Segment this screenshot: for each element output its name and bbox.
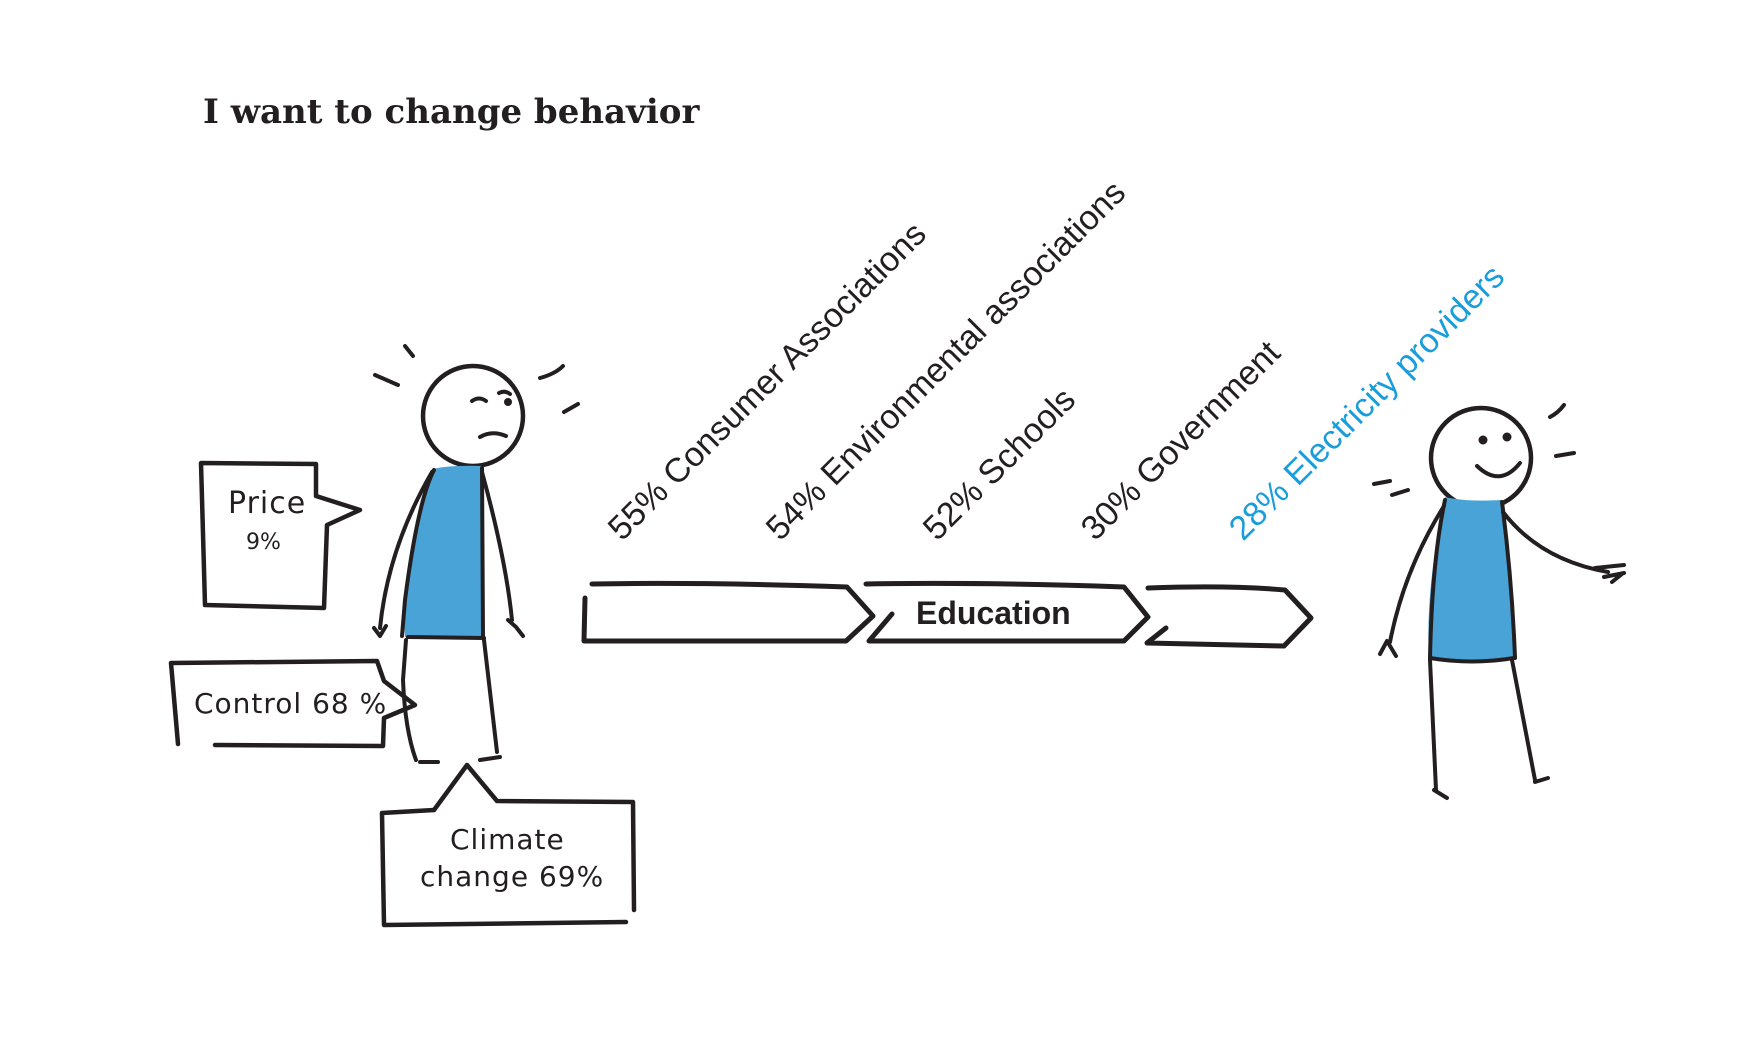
arrow-segment-1: [581, 580, 876, 644]
blue-shirt: [1428, 497, 1514, 662]
joy-mark: [1372, 479, 1392, 486]
leg: [401, 638, 418, 762]
leg: [1510, 658, 1537, 782]
shirt-edge: [480, 466, 485, 639]
leg: [1428, 658, 1438, 792]
blue-shirt: [404, 465, 482, 637]
eye: [1502, 432, 1512, 442]
hand: [1593, 563, 1626, 584]
arm: [1501, 510, 1610, 574]
diagram-title: I want to change behavior: [203, 92, 700, 132]
climate-bubble: [379, 762, 637, 928]
leg: [482, 638, 499, 754]
stress-mark: [562, 402, 580, 414]
worried-person-figure: [372, 344, 580, 764]
eye: [470, 396, 488, 403]
eye: [497, 389, 512, 396]
foot: [478, 755, 502, 762]
control-label: Control 68 %: [194, 687, 387, 720]
arm: [480, 470, 514, 622]
arm: [1388, 504, 1446, 644]
foot: [1533, 776, 1550, 784]
stress-mark: [538, 364, 565, 380]
worried-head: [420, 363, 526, 469]
happy-head: [1428, 405, 1534, 511]
stakeholder-label: 55% Consumer Associations: [601, 215, 934, 548]
climate-line2: change 69%: [420, 860, 604, 893]
hand: [1378, 639, 1398, 658]
stress-mark: [373, 373, 400, 387]
eye: [504, 398, 512, 406]
joy-mark: [1390, 488, 1410, 497]
price-bubble: [198, 460, 363, 611]
frown-mouth: [478, 431, 508, 439]
stakeholder-label: 52% Schools: [916, 380, 1083, 547]
joy-mark: [1548, 403, 1566, 419]
waist-line: [1428, 656, 1516, 664]
arrow-segment-2: [863, 580, 1151, 644]
joy-mark: [1554, 451, 1576, 458]
hand: [506, 618, 525, 638]
price-label: Price: [228, 486, 306, 521]
control-bubble: [168, 658, 418, 749]
waist-line: [406, 635, 486, 640]
smile-mouth: [1475, 461, 1522, 479]
hand: [372, 624, 388, 638]
arrow-segment-3: [1144, 584, 1314, 649]
climate-line1: Climate: [450, 823, 565, 856]
shirt-edge: [1500, 500, 1517, 660]
stress-mark: [403, 344, 415, 358]
price-value: 9%: [246, 530, 281, 555]
foot: [1432, 788, 1449, 800]
shirt-edge: [1428, 498, 1447, 660]
education-label: Education: [916, 595, 1071, 631]
happy-person-figure: [1372, 403, 1626, 800]
arm: [378, 470, 434, 630]
eye: [1478, 435, 1488, 445]
